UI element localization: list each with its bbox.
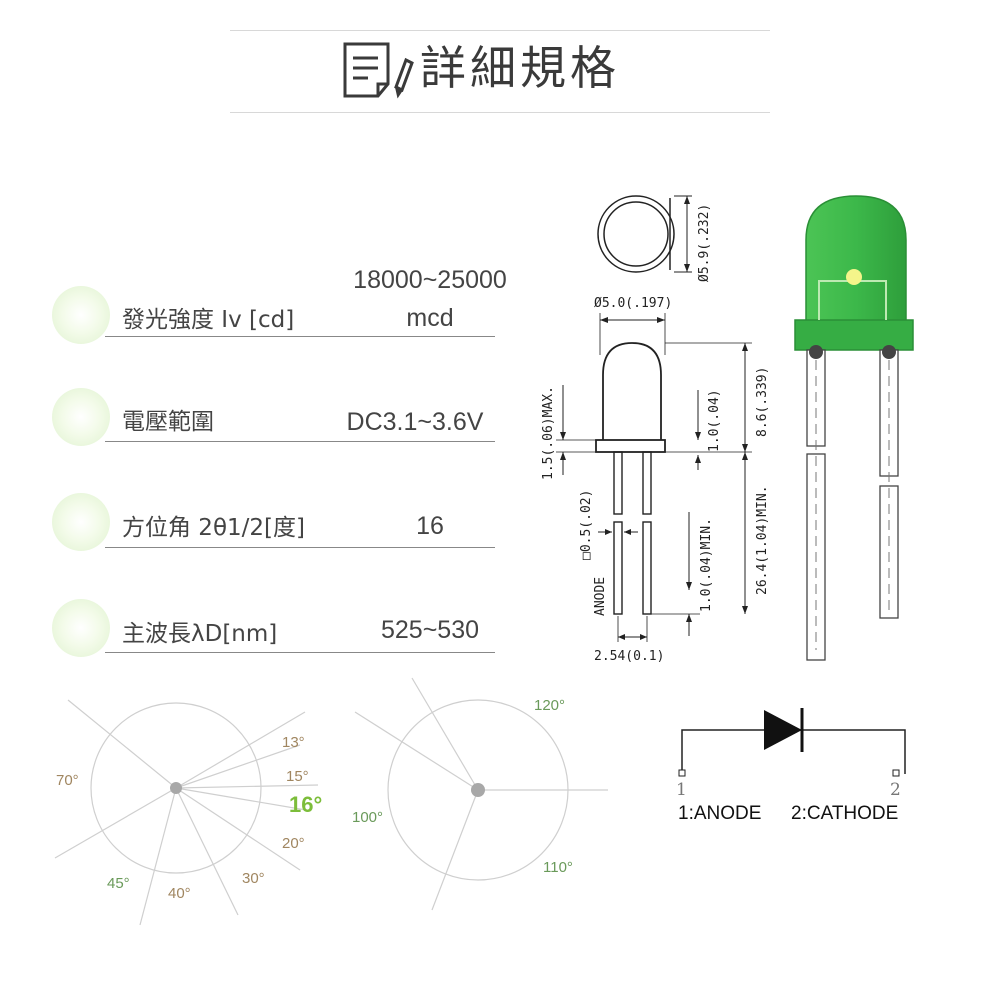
beam-angle-diagram-16: 13° 15° 16° 20° 30° 40° 45° 70° (54, 699, 322, 926)
spec-value: 525~530 (380, 616, 480, 644)
spec-divider (105, 547, 495, 548)
dim-body-height: 8.6(.339) (755, 367, 770, 437)
dimension-drawing: Ø5.9(.232) Ø5.0(.197) 8.6(.339) 1.0(.04)… (541, 195, 770, 664)
angle-label: 15° (286, 768, 309, 785)
led-die-dot (846, 269, 862, 285)
spec-divider (105, 652, 495, 653)
spec-divider (105, 441, 495, 442)
page-title: 詳細規格 (420, 41, 620, 95)
spec-value-unit: mcd (406, 304, 454, 332)
angle-label: 100° (352, 809, 383, 826)
dim-flange-height: 1.0(.04) (707, 389, 722, 452)
dim-lead-length: 26.4(1.04)MIN. (755, 485, 770, 595)
spec-divider (105, 336, 495, 337)
diode-symbol: 1 2 (676, 708, 906, 800)
angle-label: 70° (56, 772, 79, 789)
spec-label: 電壓範圍 (122, 409, 214, 435)
spec-value: DC3.1~3.6V (346, 408, 484, 436)
spec-label: 主波長λD[nm] (122, 621, 278, 647)
spec-bullet (52, 599, 110, 657)
angle-label: 30° (242, 870, 265, 887)
spec-bullet (52, 286, 110, 344)
pin2-label: 2:CATHODE (791, 803, 899, 824)
spec-value: 18000~25000 (353, 266, 507, 294)
dim-outer-diameter: Ø5.9(.232) (697, 204, 712, 282)
led-illustration (794, 195, 914, 661)
anode-label: ANODE (593, 577, 608, 616)
angle-label: 20° (282, 835, 305, 852)
dim-lead-square: □0.5(.02) (579, 490, 594, 560)
dim-flange-max: 1.5(.06)MAX. (541, 386, 556, 480)
pin2-number: 2 (890, 780, 901, 800)
spec-bullet (52, 493, 110, 551)
angle-label: 40° (168, 885, 191, 902)
spec-label: 方位角 2θ1/2[度] (122, 515, 305, 541)
pin1-number: 1 (676, 780, 687, 800)
angle-label: 110° (543, 859, 573, 876)
dim-pitch: 2.54(0.1) (594, 649, 664, 664)
angle-label: 13° (282, 734, 305, 751)
angle-label: 120° (534, 697, 565, 714)
angle-label-highlight: 16° (289, 792, 322, 817)
beam-angle-diagram-wide: 120° 100° 110° (352, 677, 608, 911)
angle-label: 45° (107, 875, 130, 892)
dim-inner-diameter: Ø5.0(.197) (594, 296, 672, 311)
spec-bullet (52, 388, 110, 446)
header-top-line (230, 30, 770, 31)
header-bottom-line (230, 112, 770, 113)
pin1-label: 1:ANODE (678, 803, 762, 824)
spec-label: 發光強度 Iv [cd] (122, 307, 295, 333)
spec-value: 16 (416, 512, 444, 540)
document-pen-icon (343, 42, 414, 99)
dim-lead-min: 1.0(.04)MIN. (699, 518, 714, 612)
